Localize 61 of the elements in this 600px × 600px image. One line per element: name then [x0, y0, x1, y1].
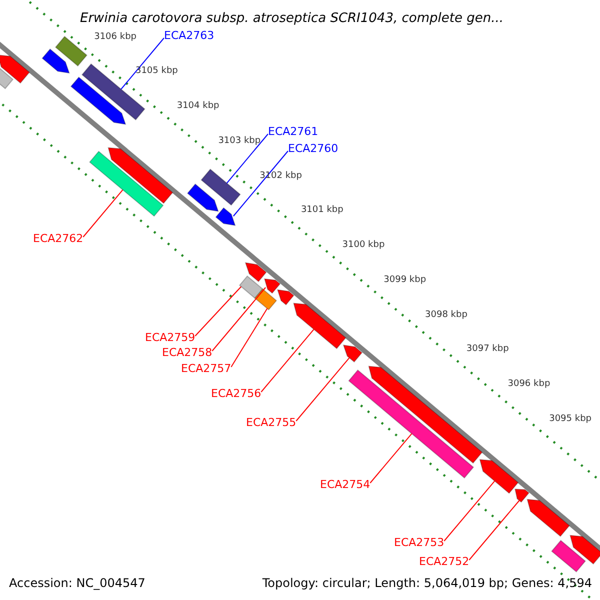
scale-label: 3098 kbp [425, 310, 468, 320]
gene-bar [0, 68, 14, 90]
gene-feature [293, 302, 346, 350]
scale-label: 3097 kbp [466, 345, 509, 354]
gene-bar [200, 168, 241, 206]
leader-line [194, 286, 242, 336]
gene-label: ECA2756 [211, 388, 262, 399]
leader-line [296, 357, 350, 422]
gene-feature [264, 278, 281, 294]
scale-label: 3101 kbp [300, 206, 344, 216]
gene-label: ECA2762 [33, 233, 84, 244]
gene-label: ECA2757 [181, 363, 232, 374]
leader-line [212, 287, 266, 352]
leader-line [370, 433, 412, 484]
leader-line [82, 189, 124, 238]
gene-feature [514, 488, 530, 503]
gene-label: ECA2752 [419, 556, 470, 567]
gene-feature [244, 262, 267, 282]
gene-bar [254, 288, 278, 310]
leader-line [120, 38, 164, 90]
scale-label: 3100 kbp [342, 241, 385, 250]
leader-line [468, 500, 520, 560]
gene-feature [186, 183, 219, 212]
title: Erwinia carotovora subsp. atroseptica SCRI1043, complete gen... [80, 12, 504, 25]
gene-label: ECA2755 [246, 417, 296, 428]
scale-label: 3105 kbp [135, 67, 178, 76]
leader-line [230, 308, 268, 368]
gene-label: ECA2760 [288, 143, 338, 154]
gene-label: ECA2761 [268, 126, 318, 137]
gene-feature [342, 344, 363, 363]
footer-text: Topology: circular; Length: 5,064,019 bp; Genes: 4,594 [262, 577, 592, 589]
gene-bar [89, 150, 164, 217]
gene-feature [276, 289, 294, 306]
gene-feature [479, 459, 519, 494]
scale-label: 3099 kbp [384, 276, 426, 285]
gene-feature [42, 48, 70, 74]
gene-feature [526, 498, 570, 537]
gene-bar [551, 540, 586, 572]
gene-bar [54, 36, 88, 67]
leader-line [260, 328, 314, 392]
footer-text: Accession: NC_004547 [9, 577, 146, 589]
gene-bar [238, 275, 264, 299]
gene-feature [0, 54, 30, 84]
scale-label: 3103 kbp [218, 136, 261, 146]
leader-line [232, 150, 288, 217]
gene-feature [570, 534, 600, 565]
gene-feature [368, 366, 483, 464]
gene-label: ECA2758 [162, 347, 212, 358]
scale-label: 3096 kbp [508, 380, 550, 389]
scale-label: 3095 kbp [549, 414, 592, 424]
gene-feature [70, 76, 126, 125]
leader-line [226, 134, 268, 184]
gene-label: ECA2759 [145, 332, 196, 343]
gene-label: ECA2763 [164, 30, 214, 41]
gene-label: ECA2753 [394, 537, 444, 548]
leader-line [444, 480, 496, 542]
gene-bar [348, 369, 474, 479]
gene-label: ECA2754 [320, 479, 370, 490]
scale-label: 3106 kbp [94, 32, 137, 42]
gene-feature [108, 147, 174, 204]
scale-label: 3104 kbp [176, 102, 220, 112]
